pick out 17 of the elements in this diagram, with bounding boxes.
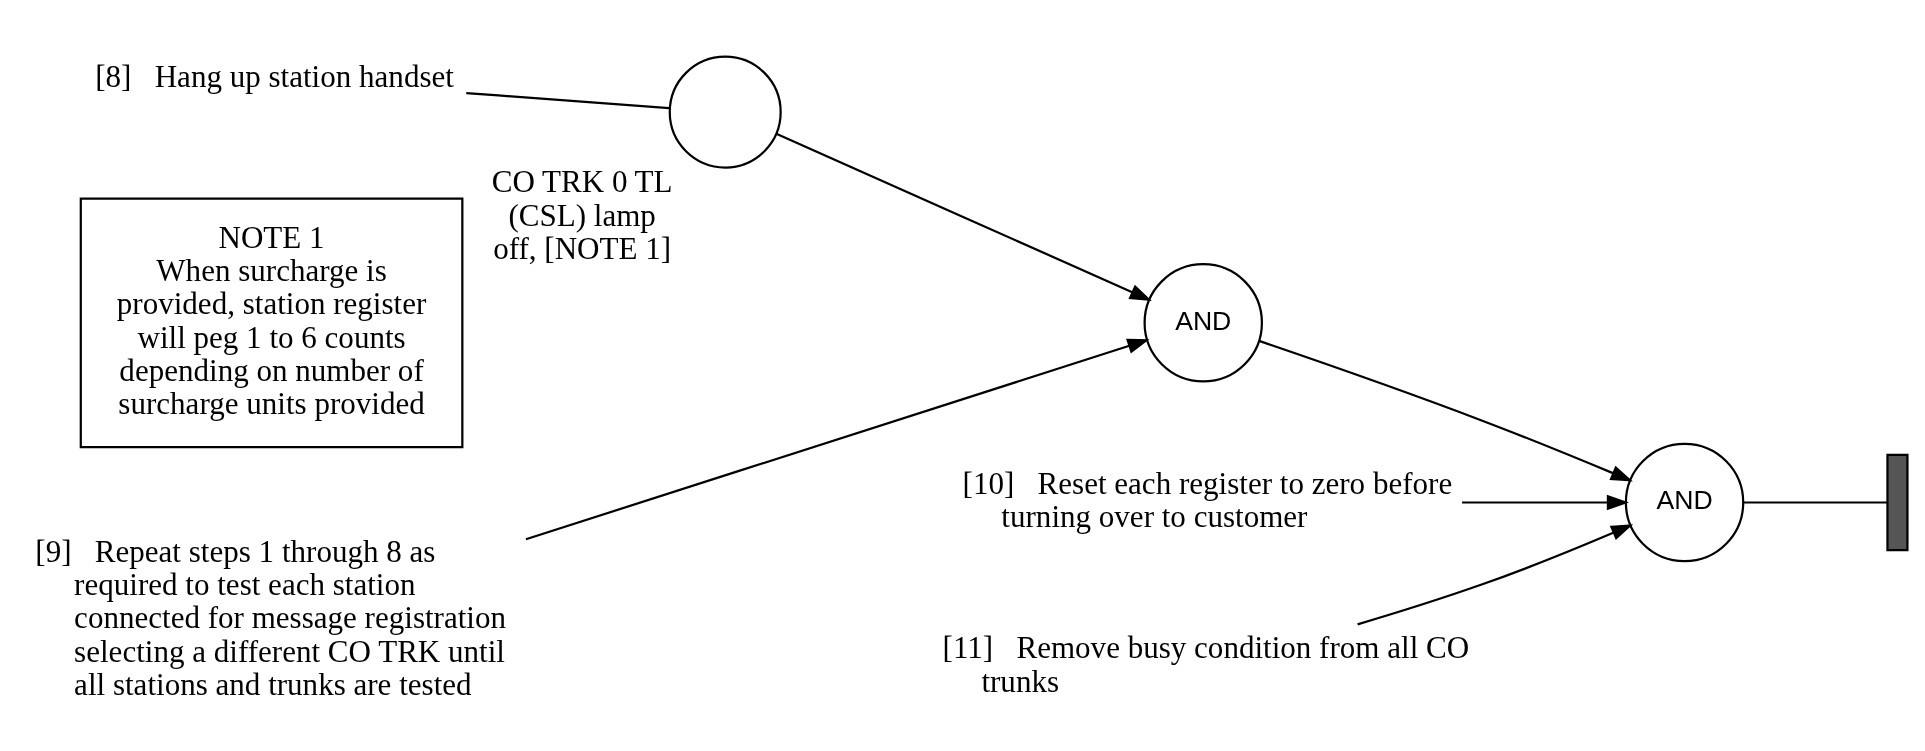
node-text: [11] Remove busy condition from all CO trunks — [942, 630, 1470, 699]
connector — [1743, 501, 1888, 504]
node-text: [10] Reset each register to zero before turning over to customer — [962, 466, 1453, 535]
node-bar — [1886, 453, 1909, 552]
arrow — [775, 132, 1152, 301]
node-box: NOTE 1 When surcharge is provided, station register will peg 1 to 6 counts depending on number of surcharge units provided — [79, 197, 464, 449]
arrow — [1357, 524, 1634, 626]
arrow — [1462, 494, 1630, 511]
node-label: CO TRK 0 TL (CSL) lamp off, [NOTE 1] — [491, 164, 673, 266]
node-text: [8] Hang up station handset — [95, 59, 454, 95]
node-circle: AND — [1624, 442, 1745, 563]
node-text: [9] Repeat steps 1 through 8 as required to test each station connected for message registration selecting a different CO TRK until all stations and trunks are tested — [35, 533, 507, 702]
arrow — [1259, 340, 1633, 482]
arrow — [525, 338, 1150, 541]
node-circle — [668, 55, 782, 169]
connector — [466, 91, 670, 110]
node-circle: AND — [1143, 263, 1263, 383]
